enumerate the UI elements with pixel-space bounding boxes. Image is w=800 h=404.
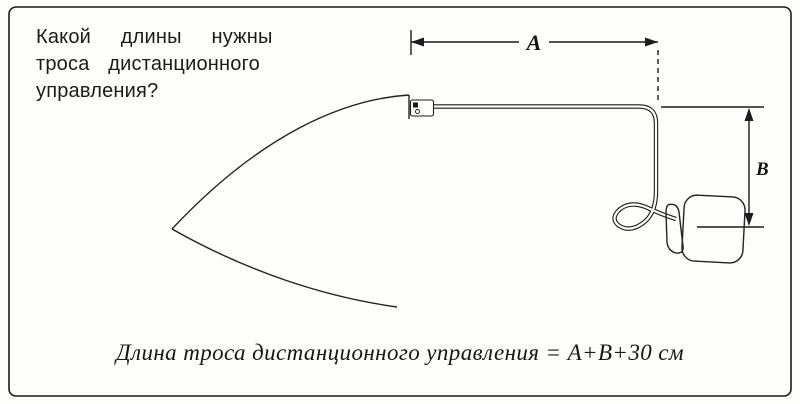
motor-cowling	[681, 194, 746, 264]
control-box-switch	[413, 102, 418, 108]
dim-b-arrowhead-top	[744, 108, 754, 121]
steering-cable	[434, 104, 677, 231]
control-box-body	[409, 99, 435, 117]
dim-a-arrowhead-right	[645, 37, 658, 47]
outboard-motor	[665, 194, 746, 264]
cable-core-gap	[434, 105, 677, 230]
dim-a-label: A	[525, 30, 542, 55]
question-line-3: управления?	[36, 80, 159, 102]
boat-hull	[171, 94, 410, 308]
question-line-2: троса дистанционного	[36, 53, 260, 75]
dim-a-arrow	[410, 30, 659, 102]
control-box-knob	[415, 109, 420, 114]
question-text: Какой длины нужны троса дистанционного у…	[36, 24, 274, 105]
dim-b-label: B	[755, 159, 769, 180]
dim-a-arrowhead-left	[411, 37, 424, 47]
cable-outline	[434, 104, 677, 231]
dim-b-arrowhead-bottom	[744, 213, 754, 226]
control-box	[409, 99, 435, 117]
motor-bracket	[665, 203, 684, 254]
question-line-1: Какой длины нужны	[36, 26, 273, 48]
hull-keel-line	[171, 228, 398, 308]
dim-b-arrow	[661, 106, 764, 228]
frame-border	[8, 6, 792, 397]
hull-deck-line	[171, 94, 410, 230]
cable-length-formula: Длина троса дистанционного управления = …	[116, 340, 684, 365]
